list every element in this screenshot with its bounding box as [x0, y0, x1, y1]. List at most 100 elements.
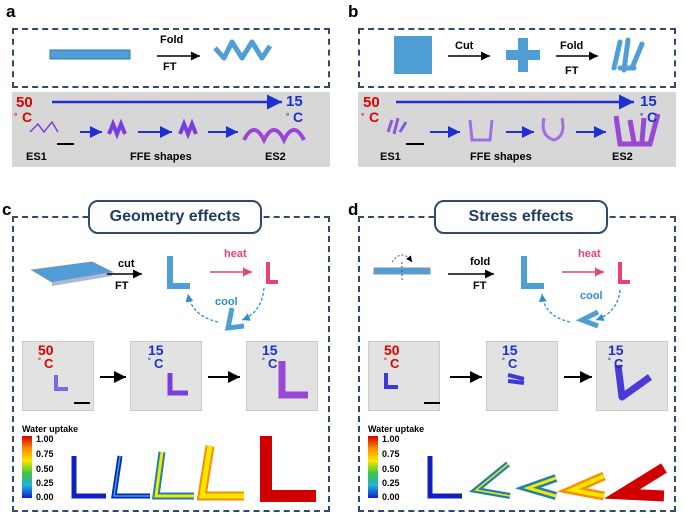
cool-label: cool [215, 296, 238, 308]
ffe-label: FFE shapes [130, 151, 192, 163]
deg-symbol: ° [262, 358, 265, 365]
panel-d-photo-shapes [384, 364, 653, 404]
panel-b-process-box [358, 28, 676, 88]
colorbar-tick: 1.00 [36, 434, 54, 444]
temp-50: 50 [384, 342, 400, 358]
colorbar-tick: 0.00 [382, 492, 400, 502]
photo-2 [130, 341, 202, 411]
panel-a-shapes [29, 94, 306, 145]
photo-2-shape [167, 373, 188, 396]
temp-15: 15 [262, 342, 278, 358]
temp-end: 15 [640, 93, 657, 110]
panel-c-diagram [30, 256, 278, 331]
ffe-shape-2 [541, 117, 565, 142]
colorbar [368, 436, 378, 498]
heat-label: heat [224, 248, 247, 260]
fold-label: Fold [160, 34, 184, 46]
temp-15: 15 [608, 342, 624, 358]
panel-d-title: Stress effects [434, 200, 608, 234]
panel-d-diagram [373, 254, 630, 329]
cut-label: cut [118, 258, 135, 270]
l-shape-blue [167, 256, 190, 289]
colorbar-tick: 0.25 [382, 478, 400, 488]
colorbar-tick: 0.75 [36, 449, 54, 459]
colorbar-tick: 0.25 [36, 478, 54, 488]
colorbar-tick: 0.75 [382, 449, 400, 459]
panel-label-d: d [348, 200, 359, 219]
unit-c: C [44, 356, 54, 371]
deg-symbol: ° [640, 112, 644, 121]
sim-shape-5 [260, 436, 316, 502]
colorbar-tick: 0.50 [382, 464, 400, 474]
panel-c-simulation [71, 436, 316, 502]
fold-indicator-arrow [391, 254, 413, 263]
colorbar-tick: 1.00 [382, 434, 400, 444]
l-shape-pink [266, 262, 278, 284]
unit-c: C [154, 356, 164, 371]
fold-label: Fold [560, 40, 584, 52]
photo-2-shape [507, 373, 525, 385]
temp-end: 15 [286, 93, 303, 110]
flat-strip-shape [49, 49, 131, 60]
deg-symbol: ° [286, 112, 290, 121]
temp-50: 50 [38, 342, 54, 358]
panel-b-shapes [386, 94, 661, 147]
panel-d-simulation [427, 456, 667, 502]
photo-1-shape [54, 375, 68, 391]
panel-label-a: a [6, 2, 16, 21]
folded-zigzag-shape [213, 39, 273, 61]
square-sheet-shape [394, 36, 432, 74]
ffe-shape-1 [468, 119, 494, 142]
unit-c: C [22, 109, 33, 125]
sim-shape-1 [427, 456, 462, 499]
l-shape-pink [618, 262, 630, 284]
ft-label: FT [565, 65, 579, 77]
ffe-shape-1 [107, 118, 127, 140]
photo-2 [486, 341, 558, 411]
unit-c: C [293, 109, 304, 125]
es2-wave-shape [242, 128, 306, 145]
panel-label-b: b [348, 2, 359, 21]
photo-1-shape [384, 373, 398, 389]
ft-label: FT [473, 280, 487, 292]
photo-3-shape [614, 364, 653, 401]
es2-label: ES2 [612, 151, 633, 163]
unit-c: C [390, 356, 400, 371]
colorbar-tick: 0.50 [36, 464, 54, 474]
unit-c: C [508, 356, 518, 371]
folded-cross-shape [611, 37, 645, 73]
deg-symbol: ° [608, 358, 611, 365]
es1-cross-shape [386, 117, 408, 135]
panel-a-process-box [12, 28, 330, 88]
ffe-label: FFE shapes [470, 151, 532, 163]
cool-arrow-left [185, 293, 219, 323]
temp-start: 50 [363, 94, 380, 111]
cut-label: Cut [455, 40, 474, 52]
unit-c: C [369, 109, 380, 125]
photo-3 [596, 341, 668, 411]
deg-symbol: ° [38, 358, 41, 365]
temp-15: 15 [502, 342, 518, 358]
l-shape-blue [521, 256, 544, 289]
photo-3-shape [278, 361, 308, 399]
water-uptake-label: Water uptake [22, 424, 79, 434]
heat-label: heat [578, 248, 601, 260]
es2-shape [613, 113, 661, 147]
sim-shape-1 [71, 456, 106, 499]
v-shape-small [575, 309, 600, 329]
deg-symbol: ° [502, 358, 505, 365]
colorbar [22, 436, 32, 498]
unit-c: C [614, 356, 624, 371]
fold-label: fold [470, 256, 491, 268]
sim-shape-5 [604, 463, 667, 502]
panel-label-c: c [2, 200, 12, 219]
es1-strip-shape [29, 120, 59, 134]
panel-c-photo-shapes [54, 361, 308, 404]
colorbar-tick: 0.00 [36, 492, 54, 502]
water-uptake-label: Water uptake [368, 424, 425, 434]
cross-shape [506, 38, 540, 72]
cool-arrow-right [595, 289, 621, 321]
cool-label: cool [580, 290, 603, 302]
photo-1 [368, 341, 440, 411]
deg-symbol: ° [14, 112, 18, 121]
